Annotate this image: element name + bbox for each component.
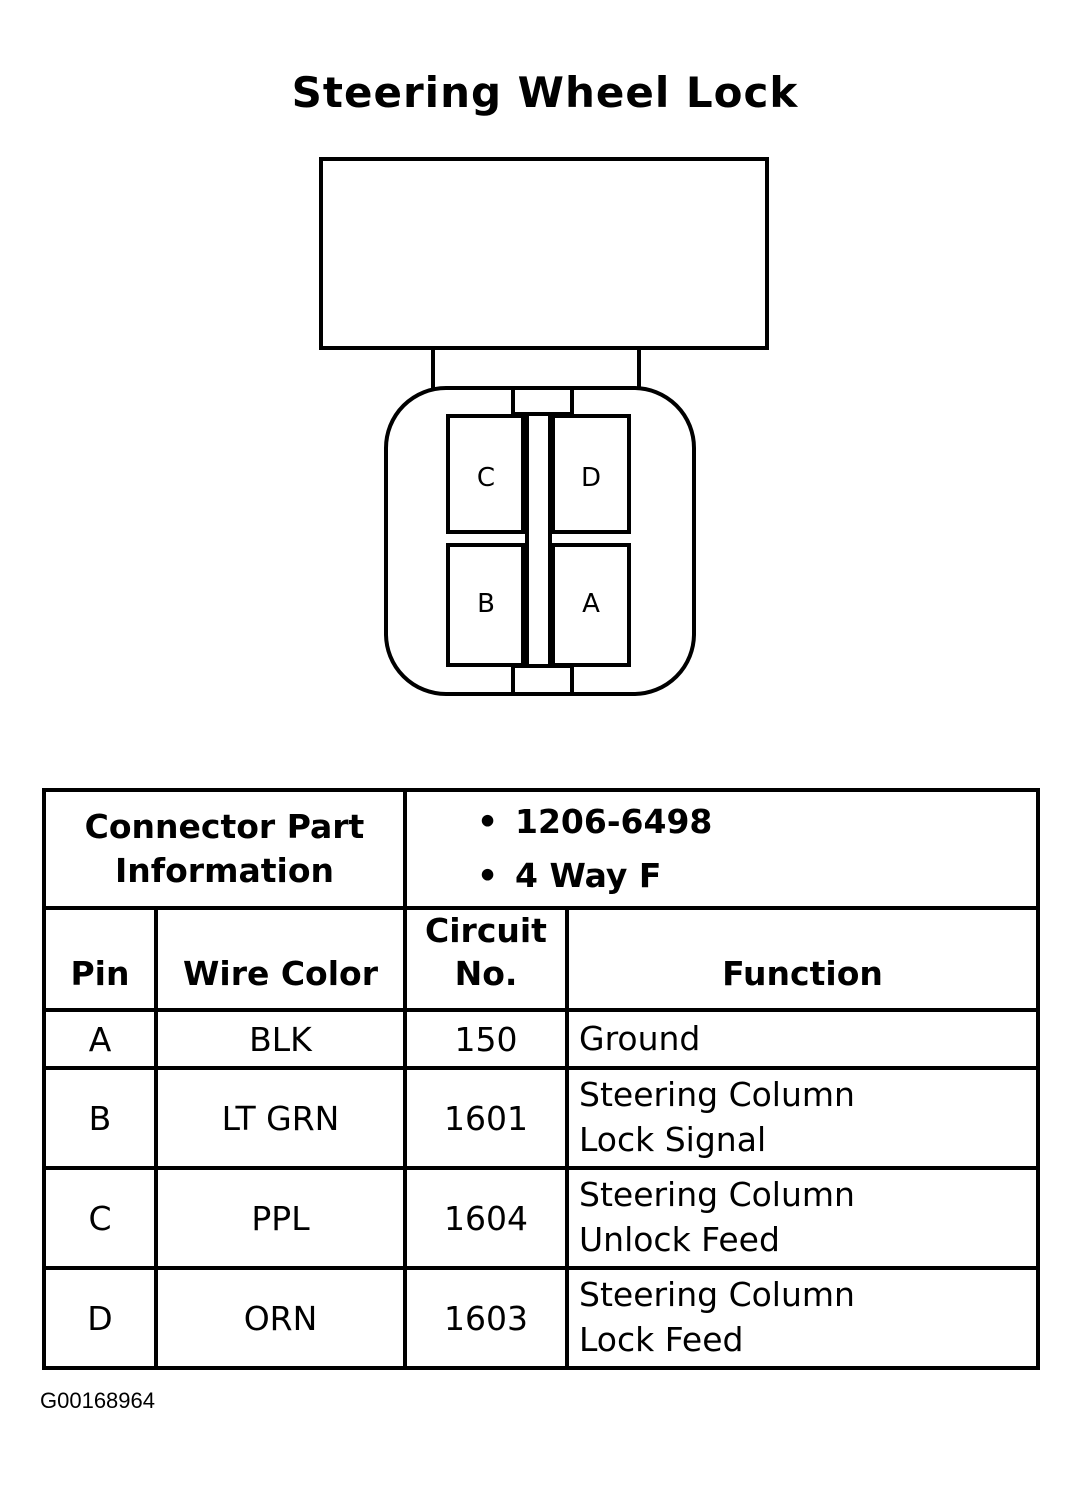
cell-function: Steering Column Lock Signal: [564, 1066, 1041, 1170]
pin-label-b: B: [477, 589, 495, 619]
pin-cavity-b: [446, 543, 525, 667]
part-number-line: •1206-6498: [477, 801, 713, 841]
table-row: D ORN 1603 Steering Column Lock Feed: [42, 1266, 1041, 1370]
pin-label-a: A: [582, 589, 600, 619]
header-pin: Pin: [42, 906, 158, 1012]
connector-type-line: •4 Way F: [477, 856, 662, 895]
cell-wire-color: PPL: [154, 1166, 407, 1270]
part-info-label: Connector Part Information: [42, 788, 407, 910]
cell-circuit: 150: [403, 1008, 569, 1070]
cell-function-line1: Ground: [579, 1018, 701, 1058]
cell-pin: B: [42, 1066, 158, 1170]
part-number: 1206-6498: [515, 801, 713, 841]
cell-function-line1: Steering Column: [579, 1175, 855, 1215]
pin-label-d: D: [581, 463, 601, 493]
pinout-table: Connector Part Information •1206-6498 •4…: [42, 788, 1041, 1370]
cell-wire-color: BLK: [154, 1008, 407, 1070]
cell-pin: A: [42, 1008, 158, 1070]
cell-pin: D: [42, 1266, 158, 1370]
header-circuit-line2: No.: [454, 954, 518, 994]
pin-cavity-d: [551, 414, 631, 534]
cell-function-line2: Lock Signal: [579, 1120, 767, 1159]
cell-function: Steering Column Lock Feed: [564, 1266, 1041, 1370]
cell-wire-color: LT GRN: [154, 1066, 407, 1170]
pin-cavity-c: [446, 414, 525, 534]
part-info-values: •1206-6498 •4 Way F: [402, 788, 1041, 910]
connector-neck: [431, 348, 641, 388]
header-circuit-line1: Circuit: [425, 911, 547, 951]
connector-type: 4 Way F: [515, 856, 662, 895]
cell-function: Ground: [564, 1008, 1041, 1070]
pin-cavity-a: [551, 543, 631, 667]
cell-wire-color: ORN: [154, 1266, 407, 1370]
figure-code: G00168964: [40, 1388, 155, 1413]
column-header-row: Pin Wire Color Circuit No. Function: [42, 906, 1041, 1012]
header-circuit: Circuit No.: [403, 906, 569, 1012]
cell-function: Steering Column Unlock Feed: [564, 1166, 1041, 1270]
table-row: B LT GRN 1601 Steering Column Lock Signa…: [42, 1066, 1041, 1170]
top-keyway: [511, 390, 574, 416]
cell-pin: C: [42, 1166, 158, 1270]
bottom-keyway: [511, 664, 574, 692]
cell-function-line2: Unlock Feed: [579, 1220, 780, 1259]
connector-drawing: C D B A: [319, 157, 769, 696]
cell-circuit: 1604: [403, 1166, 569, 1270]
connector-housing-body: [319, 157, 769, 350]
cell-circuit: 1603: [403, 1266, 569, 1370]
center-divider: [525, 414, 552, 666]
cell-function-line1: Steering Column: [579, 1275, 855, 1315]
cell-function-line1: Steering Column: [579, 1075, 855, 1115]
table-row: C PPL 1604 Steering Column Unlock Feed: [42, 1166, 1041, 1270]
header-wire-color: Wire Color: [154, 906, 407, 1012]
table-row: A BLK 150 Ground: [42, 1008, 1041, 1070]
diagram-title: Steering Wheel Lock: [291, 68, 799, 117]
header-function: Function: [564, 906, 1041, 1012]
connector-face: [384, 386, 696, 696]
cell-circuit: 1601: [403, 1066, 569, 1170]
pin-label-c: C: [477, 463, 495, 493]
cell-function-line2: Lock Feed: [579, 1320, 744, 1359]
part-info-row: Connector Part Information •1206-6498 •4…: [42, 788, 1041, 910]
